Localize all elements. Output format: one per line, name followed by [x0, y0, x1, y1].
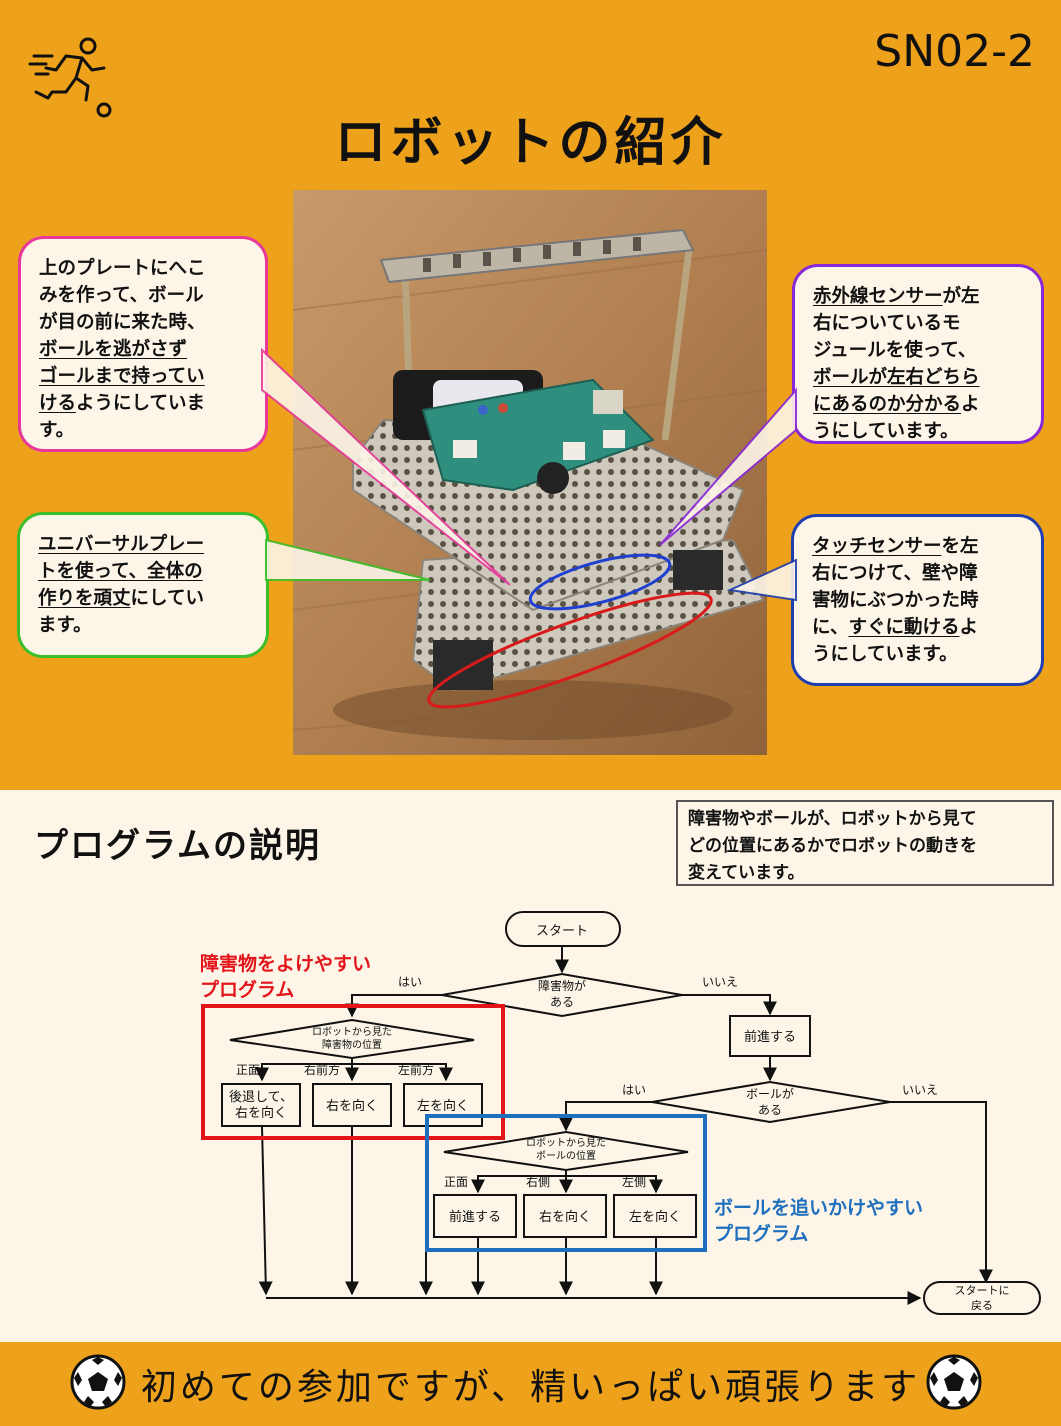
note-line: どの位置にあるかでロボットの動きを — [688, 836, 977, 856]
flow-obstacle-decision: ある — [550, 995, 574, 1009]
callout-touch-sensor: タッチセンサーを左右につけて、壁や障害物にぶつかった時に、すぐに動けるようにして… — [791, 514, 1044, 686]
flow-back-right: 右を向く — [235, 1105, 287, 1121]
flow-no-label: いいえ — [902, 1083, 938, 1097]
blue-program-label: プログラム — [714, 1222, 808, 1245]
red-program-label: 障害物をよけやすい — [200, 952, 371, 975]
callout-line: 害物にぶつかった時 — [812, 590, 979, 611]
callout-ball-holder: 上のプレートにへこみを作って、ボールが目の前に来た時、ボールを逃がさずゴールまで… — [18, 236, 268, 452]
note-line: 変えています。 — [688, 863, 805, 883]
callout-line: 上のプレートにへこ — [39, 258, 206, 279]
runner-icon — [28, 37, 112, 118]
callout-line: 作りを頑丈にしてい — [38, 588, 204, 609]
callout-line: ます。 — [38, 615, 92, 636]
ball-program-box — [425, 1114, 707, 1252]
flow-no-label: いいえ — [702, 975, 738, 989]
flow-forward: 前進する — [744, 1029, 796, 1045]
callout-line: が目の前に来た時、 — [39, 312, 206, 333]
callout-line: 右についているモ — [813, 313, 961, 334]
callout-ir-sensor: 赤外線センサーが左右についているモジュールを使って、ボールが左右どちらにあるのか… — [792, 264, 1044, 444]
flow-right-side-label: 右側 — [526, 1174, 550, 1189]
program-note: 障害物やボールが、ロボットから見てどの位置にあるかでロボットの動きを変えています… — [676, 800, 1054, 886]
flow-ball-decision: ボールが — [746, 1086, 794, 1101]
footer-panel: 初めての参加ですが、精いっぱい頑張ります — [0, 1342, 1061, 1426]
program-title: プログラムの説明 — [34, 826, 321, 866]
blue-program-label: ボールを追いかけやすい — [714, 1196, 923, 1219]
flow-forward: 前進する — [449, 1209, 501, 1225]
callout-line: みを作って、ボール — [39, 285, 204, 306]
callout-line: うにしています。 — [813, 421, 959, 442]
obstacle-program-box — [201, 1004, 505, 1140]
callout-line: ボールを逃がさず — [39, 339, 188, 360]
flow-return: 戻る — [971, 1299, 993, 1312]
callout-line: ゴールまで持ってい — [39, 366, 205, 387]
note-line: 障害物やボールが、ロボットから見て — [688, 809, 977, 829]
flow-left-front-label: 左前方 — [398, 1062, 434, 1077]
callout-line: 赤外線センサーが左 — [813, 286, 980, 307]
red-program-label: プログラム — [200, 978, 294, 1001]
soccer-ball-icon — [70, 1354, 126, 1410]
header-panel: SN02-2 ロボットの紹介 — [0, 0, 1061, 790]
flowchart: スタート障害物があるはいいいえ前進するロボットから見た障害物の位置正面右前方左前… — [200, 911, 1041, 1328]
callout-line: ボールが左右どちら — [813, 367, 980, 388]
callout-line: に、すぐに動けるよ — [812, 617, 978, 638]
entry-code: SN02-2 — [874, 26, 1035, 77]
flow-ball-decision: ある — [758, 1103, 782, 1117]
footer-motto: 初めての参加ですが、精いっぱい頑張ります — [140, 1367, 921, 1408]
flow-front-label: 正面 — [444, 1175, 468, 1189]
flow-left-side-label: 左側 — [622, 1174, 646, 1189]
flow-front-label: 正面 — [236, 1063, 260, 1077]
flow-ball-pos-decision: ボールの位置 — [536, 1149, 596, 1162]
flow-return: スタートに — [955, 1284, 1010, 1297]
flow-start: スタート — [536, 924, 588, 939]
flow-obstacle-pos-decision: ロボットから見た — [312, 1026, 392, 1038]
callout-line: けるようにしていま — [39, 393, 205, 414]
flow-yes-label: はい — [398, 975, 422, 989]
flow-right-front-label: 右前方 — [304, 1062, 340, 1077]
callout-line: ジュールを使って、 — [813, 340, 977, 361]
soccer-ball-icon — [926, 1354, 982, 1410]
callout-line: にあるのか分かるよ — [813, 394, 980, 415]
flow-yes-label: はい — [622, 1083, 646, 1097]
flow-back-right: 後退して、 — [229, 1090, 293, 1105]
flow-turn-right: 右を向く — [539, 1209, 591, 1225]
flow-ball-pos-decision: ロボットから見た — [526, 1137, 606, 1149]
callout-line: す。 — [39, 420, 75, 441]
flow-obstacle-decision: 障害物が — [538, 978, 586, 993]
flow-turn-right: 右を向く — [326, 1098, 378, 1114]
flow-obstacle-pos-decision: 障害物の位置 — [322, 1038, 382, 1051]
callout-line: ユニバーサルプレー — [38, 534, 205, 555]
flow-turn-left: 左を向く — [417, 1098, 469, 1114]
callout-line: タッチセンサーを左 — [812, 536, 979, 557]
page-title: ロボットの紹介 — [334, 113, 727, 173]
callout-line: 右につけて、壁や障 — [812, 563, 978, 584]
callout-line: トを使って、全体の — [38, 561, 203, 582]
flow-turn-left: 左を向く — [629, 1209, 681, 1225]
callout-universal-plate: ユニバーサルプレートを使って、全体の作りを頑丈にしています。 — [17, 512, 269, 658]
robot-photo — [293, 190, 767, 755]
callout-line: うにしています。 — [812, 644, 958, 665]
